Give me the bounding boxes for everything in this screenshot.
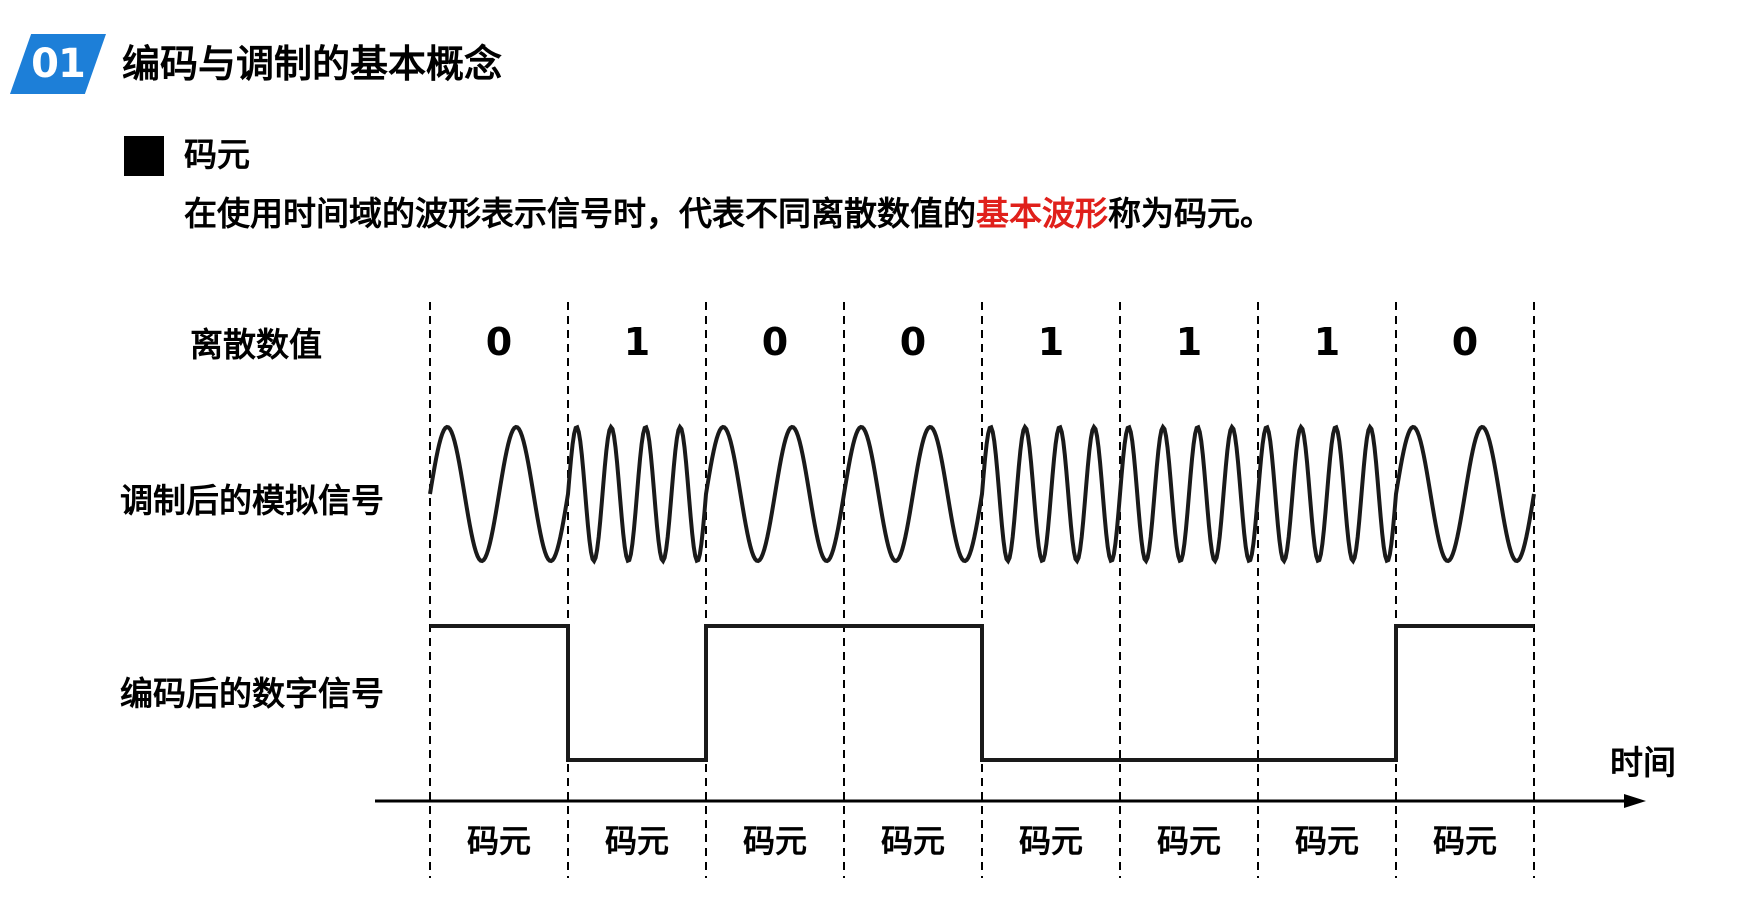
bit-value-label: 1 [624,320,650,364]
bit-value-label: 0 [762,320,788,364]
symbol-label: 码元 [605,822,669,860]
bit-value-label: 0 [1452,320,1478,364]
symbol-label: 码元 [1433,822,1497,860]
bit-value-label: 1 [1314,320,1340,364]
symbol-label: 码元 [1019,822,1083,860]
description-suffix: 称为码元。 [1108,194,1273,233]
time-axis: 时间 [375,743,1676,808]
bullet-square-icon [124,136,164,176]
symbol-label: 码元 [1295,822,1359,860]
time-axis-arrow-icon [1624,794,1646,808]
analog-signal-label: 调制后的模拟信号 [120,481,384,520]
analog-waveform [428,423,1536,565]
topic-heading: 码元 [184,135,250,174]
digital-waveform [430,624,1534,762]
bit-value-label: 1 [1176,320,1202,364]
bit-value-label: 0 [486,320,512,364]
description-highlight: 基本波形 [976,194,1108,233]
topic-description: 在使用时间域的波形表示信号时，代表不同离散数值的基本波形称为码元。 [184,190,1273,238]
digital-signal-label: 编码后的数字信号 [120,674,384,713]
section-title: 编码与调制的基本概念 [122,42,503,86]
section-number-badge: 01 [10,34,106,94]
bit-value-label: 0 [900,320,926,364]
symbol-label: 码元 [881,822,945,860]
symbol-label: 码元 [1157,822,1221,860]
time-axis-label: 时间 [1610,743,1676,782]
description-prefix: 在使用时间域的波形表示信号时，代表不同离散数值的 [184,194,976,233]
bit-value-label: 1 [1038,320,1064,364]
symbol-label: 码元 [743,822,807,860]
symbol-label: 码元 [467,822,531,860]
discrete-values-label: 离散数值 [190,325,322,364]
